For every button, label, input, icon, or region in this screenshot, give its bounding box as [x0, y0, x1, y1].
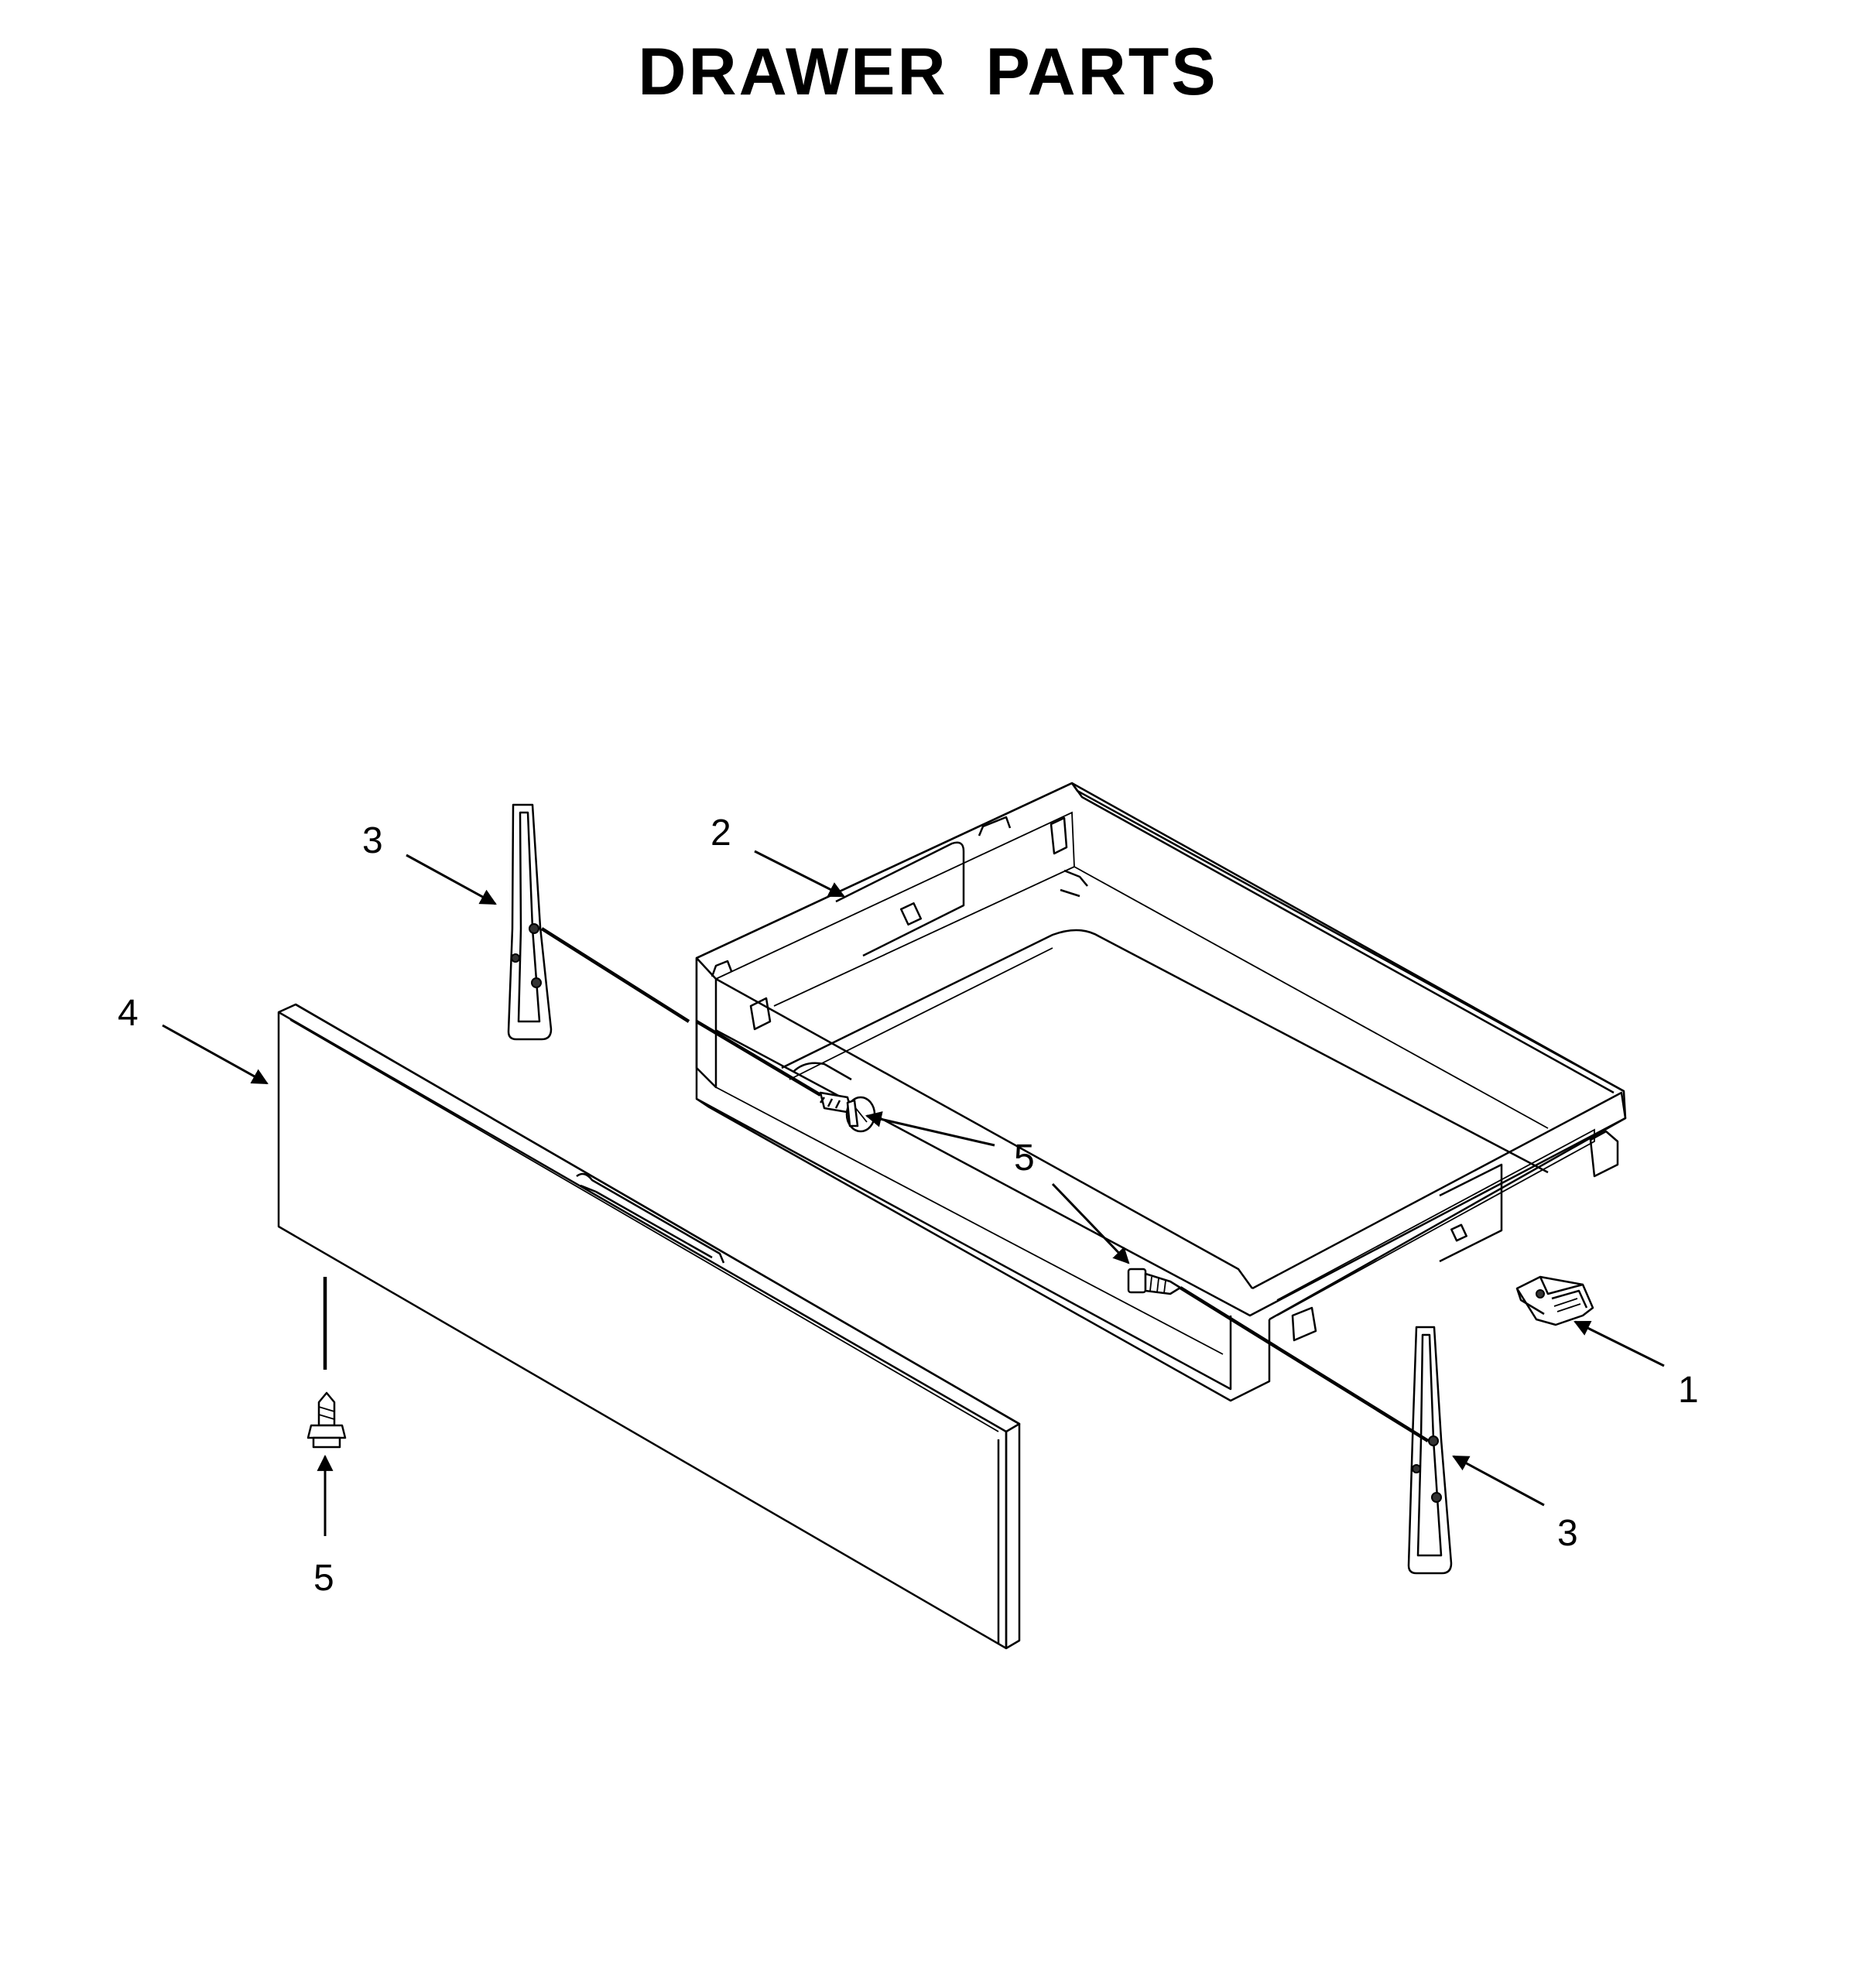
leader-arrow-5-lower-middle — [1051, 1182, 1130, 1264]
assembly-line-right-bracket — [1179, 1286, 1430, 1442]
callout-3-left: 3 — [362, 820, 383, 861]
drawer-clip-part[interactable] — [1515, 1275, 1594, 1326]
leader-arrow-3-left — [406, 854, 497, 905]
assembly-line-left-bracket — [540, 927, 690, 1023]
leader-arrow-1 — [1573, 1320, 1665, 1367]
page-title: DRAWER PARTS — [638, 35, 1218, 109]
bracket-left-part[interactable] — [507, 803, 553, 1041]
assembly-line-front-screw — [695, 1020, 822, 1097]
callout-5-lower: 5 — [313, 1558, 334, 1599]
callout-1: 1 — [1678, 1370, 1699, 1411]
callout-4: 4 — [118, 993, 139, 1034]
leader-arrow-3-right — [1452, 1455, 1545, 1507]
drawer-front-panel-part[interactable] — [277, 1003, 1021, 1650]
callout-2: 2 — [711, 813, 731, 854]
callout-3-right: 3 — [1557, 1513, 1578, 1554]
bracket-right-part[interactable] — [1407, 1326, 1453, 1575]
screw-lower-left-part[interactable] — [306, 1391, 347, 1449]
screw-middle-upper-part[interactable] — [819, 1091, 876, 1133]
leader-arrow-4 — [162, 1024, 269, 1085]
screw-middle-lower-part[interactable] — [1127, 1268, 1182, 1295]
callout-5-middle: 5 — [1014, 1138, 1035, 1179]
leader-arrow-2 — [754, 850, 845, 898]
leader-arrow-5-middle — [865, 1111, 995, 1147]
drawer-body-part[interactable] — [695, 782, 1627, 1402]
